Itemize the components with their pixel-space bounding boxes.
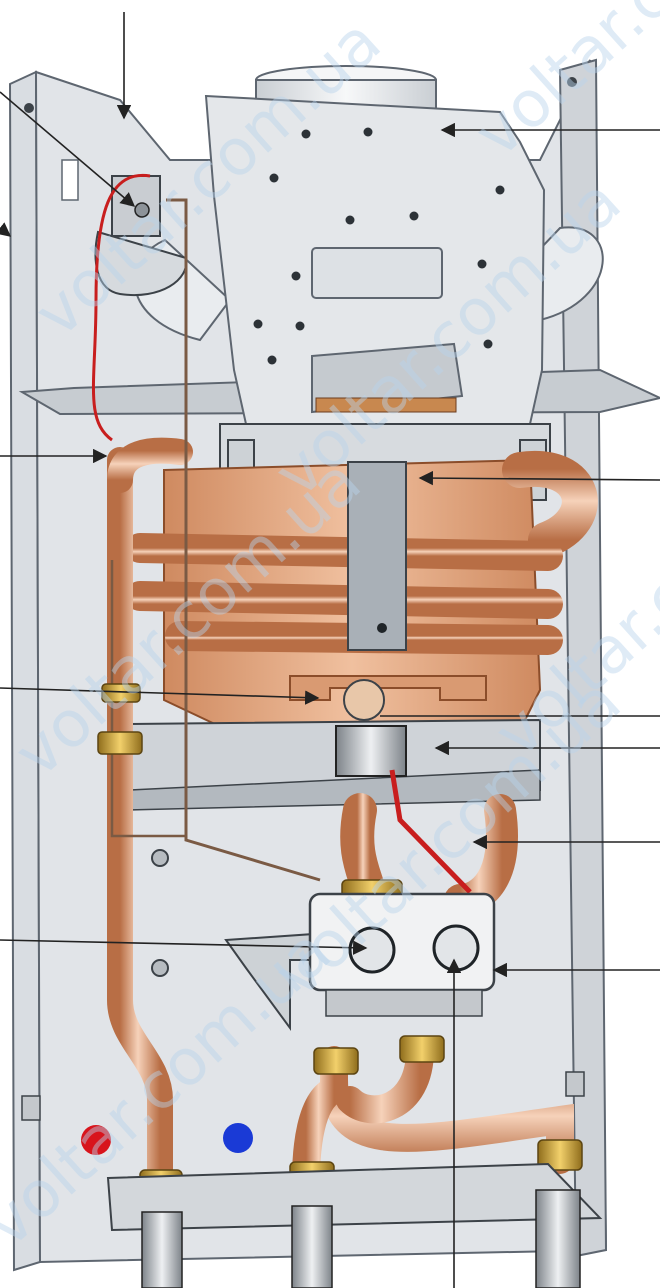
frame-right-rail	[558, 58, 608, 1258]
hood-window	[311, 247, 443, 299]
frame-cutout	[61, 159, 79, 201]
nut-lower-right	[399, 1035, 445, 1063]
left-top-elbow	[107, 437, 193, 493]
heat-exchanger	[125, 423, 598, 736]
pilot-nozzle	[343, 679, 385, 721]
frame-bolt-1	[151, 849, 169, 867]
nut-lower-left	[313, 1047, 359, 1075]
connector-1	[141, 1211, 183, 1288]
frame-left-rail	[8, 70, 42, 1272]
bottom-plate	[106, 1162, 603, 1232]
bracket-scoop	[94, 230, 188, 297]
thermo-wire-red	[91, 173, 151, 442]
strap-screw	[377, 623, 387, 633]
leader-lines	[0, 12, 660, 1288]
sensor-terminal	[134, 202, 150, 218]
frame-wire-loop	[110, 560, 186, 838]
leader-left-frame	[0, 222, 12, 237]
hood-burner-opening	[311, 342, 464, 414]
hood-screws	[253, 127, 505, 365]
bottom-rail	[106, 1162, 603, 1288]
hood-burner-fins	[315, 397, 457, 413]
water-valve-knob-right	[432, 924, 480, 972]
lower-u-pipe	[336, 1036, 434, 1124]
water-valve-knob-left	[348, 926, 396, 974]
exchanger-coil-2	[125, 581, 563, 619]
frame-bolt-2	[151, 959, 169, 977]
exchanger-strap	[347, 461, 407, 651]
burner-assembly	[124, 679, 541, 811]
hot-water-marker	[81, 1125, 111, 1155]
copper-pipes	[107, 437, 574, 1194]
wiring	[91, 173, 472, 894]
frame-clip-right	[565, 1071, 585, 1097]
draught-hood	[133, 65, 604, 425]
water-valve-base	[325, 989, 483, 1017]
connector-3	[535, 1189, 581, 1288]
frame-clip-left	[21, 1095, 41, 1121]
left-riser-pipe	[107, 447, 173, 1193]
connector-2	[291, 1205, 333, 1288]
nut-bottom-3	[537, 1139, 583, 1171]
mount-hole-top-left	[24, 103, 34, 113]
nut-left-riser	[97, 731, 143, 755]
leader-left-valve-knob	[0, 939, 368, 955]
gas-valve-block	[335, 725, 407, 777]
leader-top-left-diagonal	[0, 91, 136, 207]
mount-hole-top-right	[567, 77, 577, 87]
leader-right-exchanger	[418, 470, 660, 486]
thermo-wire-grey	[166, 198, 321, 882]
exchanger-bottom-lip	[289, 675, 487, 701]
ignition-wire-red	[389, 769, 472, 894]
exchanger-coil-1	[125, 533, 563, 571]
exchanger-side-pipe	[502, 450, 598, 558]
cold-water-marker	[223, 1123, 253, 1153]
leader-left-burner	[0, 687, 320, 705]
